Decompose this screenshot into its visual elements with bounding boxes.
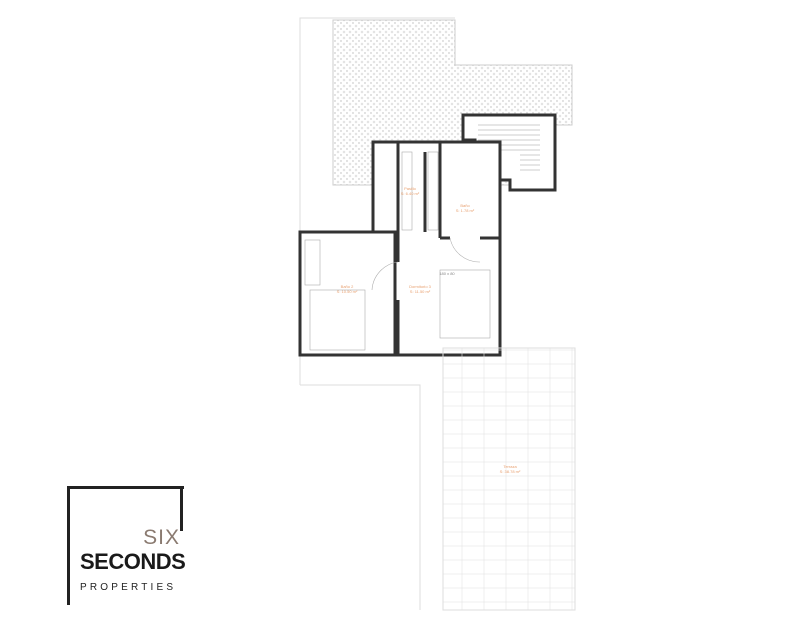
room-area: S: 10.50 m² <box>336 289 358 294</box>
room-name: Baño 2 <box>340 284 354 289</box>
logo-frame-right <box>180 486 183 531</box>
logo-properties: PROPERTIES <box>80 582 177 593</box>
room-name: Terraza <box>503 464 517 469</box>
logo-six: SIX <box>143 526 180 549</box>
fixtures <box>304 151 491 351</box>
room-name: Baño <box>460 203 470 208</box>
terrace <box>442 347 576 611</box>
logo-seconds: SECONDS <box>80 549 186 574</box>
room-area: S: 1.78 m² <box>455 208 475 213</box>
room-area: S: 38.78 m² <box>499 469 521 474</box>
room-area: S: 11.50 m² <box>409 289 431 294</box>
room-name: Dormitorio 3 <box>409 284 431 289</box>
room-area: S: 6.40 m² <box>400 191 420 196</box>
bed-size-label: 180 x 80 <box>439 271 455 276</box>
walls <box>298 140 502 357</box>
room-name: Pasillo <box>404 186 416 191</box>
logo-frame <box>67 486 184 605</box>
